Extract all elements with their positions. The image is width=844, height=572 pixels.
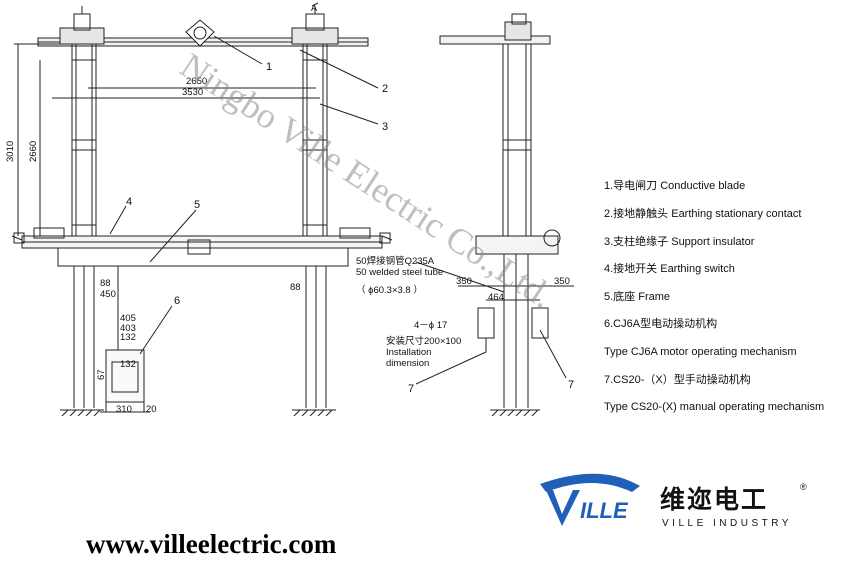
front-view bbox=[11, 2, 393, 417]
dim-132-top: 132 bbox=[120, 332, 136, 343]
section-marker-a: A bbox=[311, 3, 317, 13]
dim-88-right: 88 bbox=[290, 282, 301, 293]
note-pipe-cn: 50焊接钢管Q235A bbox=[356, 255, 435, 267]
legend-item-6: 6.CJ6A型电动操动机构 bbox=[604, 316, 717, 330]
drawing-notes: 50焊接钢管Q235A 50 welded steel tube （ ϕ60.3… bbox=[356, 255, 461, 369]
support-legs bbox=[73, 266, 327, 408]
ville-logo-mark: ILLE bbox=[540, 473, 640, 526]
callout-7-left: 7 bbox=[408, 383, 414, 395]
dim-67: 67 bbox=[96, 369, 107, 380]
legend-item-3: 3.支柱绝缘子 Support insulator bbox=[604, 234, 755, 248]
note-install-cn: 安装尺寸200×100 bbox=[386, 335, 461, 347]
callout-labels: 1 2 3 4 5 6 7 7 A bbox=[126, 3, 574, 395]
side-view bbox=[415, 13, 574, 417]
logo-registered-mark: ® bbox=[800, 482, 807, 492]
dim-450: 450 bbox=[100, 289, 116, 300]
svg-text:ILLE: ILLE bbox=[580, 498, 629, 523]
logo-name-en: VILLE INDUSTRY bbox=[662, 518, 792, 529]
ground-line bbox=[60, 409, 336, 417]
legend-item-6-en: Type CJ6A motor operating mechanism bbox=[604, 346, 797, 358]
callout-1: 1 bbox=[266, 61, 272, 73]
callout-4: 4 bbox=[126, 196, 132, 208]
dim-405: 405 bbox=[120, 313, 136, 324]
website-url: www.villeelectric.com bbox=[86, 529, 337, 559]
legend-item-7: 7.CS20-（X）型手动操动机构 bbox=[604, 372, 751, 386]
dim-3010: 3010 bbox=[5, 141, 16, 162]
dim-403: 403 bbox=[120, 323, 136, 334]
dim-132-bottom: 132 bbox=[120, 359, 136, 370]
dimension-labels: 2650 3530 3010 2660 88 450 88 405 403 13… bbox=[5, 76, 570, 415]
callout-2: 2 bbox=[382, 83, 388, 95]
blade-center-joint bbox=[185, 19, 215, 47]
note-pipe-en: 50 welded steel tube bbox=[356, 267, 443, 278]
dim-464: 464 bbox=[488, 292, 504, 303]
legend-item-5: 5.底座 Frame bbox=[604, 289, 670, 303]
note-holes: 4－ϕ 17 bbox=[414, 320, 447, 331]
dim-310: 310 bbox=[116, 404, 132, 415]
callout-7-right: 7 bbox=[568, 379, 574, 391]
note-install-en-1: Installation bbox=[386, 347, 431, 358]
support-insulator-left bbox=[71, 43, 97, 237]
legend-item-2: 2.接地静触头 Earthing stationary contact bbox=[604, 206, 801, 220]
note-pipe-size: （ ϕ60.3×3.8 ） bbox=[356, 284, 423, 296]
parts-legend: 1.导电闸刀 Conductive blade 2.接地静触头 Earthing… bbox=[604, 179, 824, 413]
dim-350-left: 350 bbox=[456, 276, 472, 287]
callout-6: 6 bbox=[174, 295, 180, 307]
dim-3530: 3530 bbox=[182, 87, 203, 98]
callout-5: 5 bbox=[194, 199, 200, 211]
legend-item-1: 1.导电闸刀 Conductive blade bbox=[604, 179, 745, 192]
callout-3: 3 bbox=[382, 121, 388, 133]
logo-name-cn: 维迩电工 bbox=[660, 485, 768, 514]
dim-88-left: 88 bbox=[100, 278, 111, 289]
legend-item-4: 4.接地开关 Earthing switch bbox=[604, 261, 735, 275]
note-install-en-2: dimension bbox=[386, 358, 429, 369]
company-logo: ILLE 维迩电工 VILLE INDUSTRY ® bbox=[540, 473, 807, 529]
dim-2660: 2660 bbox=[28, 141, 39, 162]
dim-350-right: 350 bbox=[554, 276, 570, 287]
legend-item-7-en: Type CS20-(X) manual operating mechanism bbox=[604, 401, 824, 413]
dim-20: 20 bbox=[146, 404, 157, 415]
dim-2650: 2650 bbox=[186, 76, 207, 87]
motor-operating-mechanism bbox=[100, 266, 150, 413]
